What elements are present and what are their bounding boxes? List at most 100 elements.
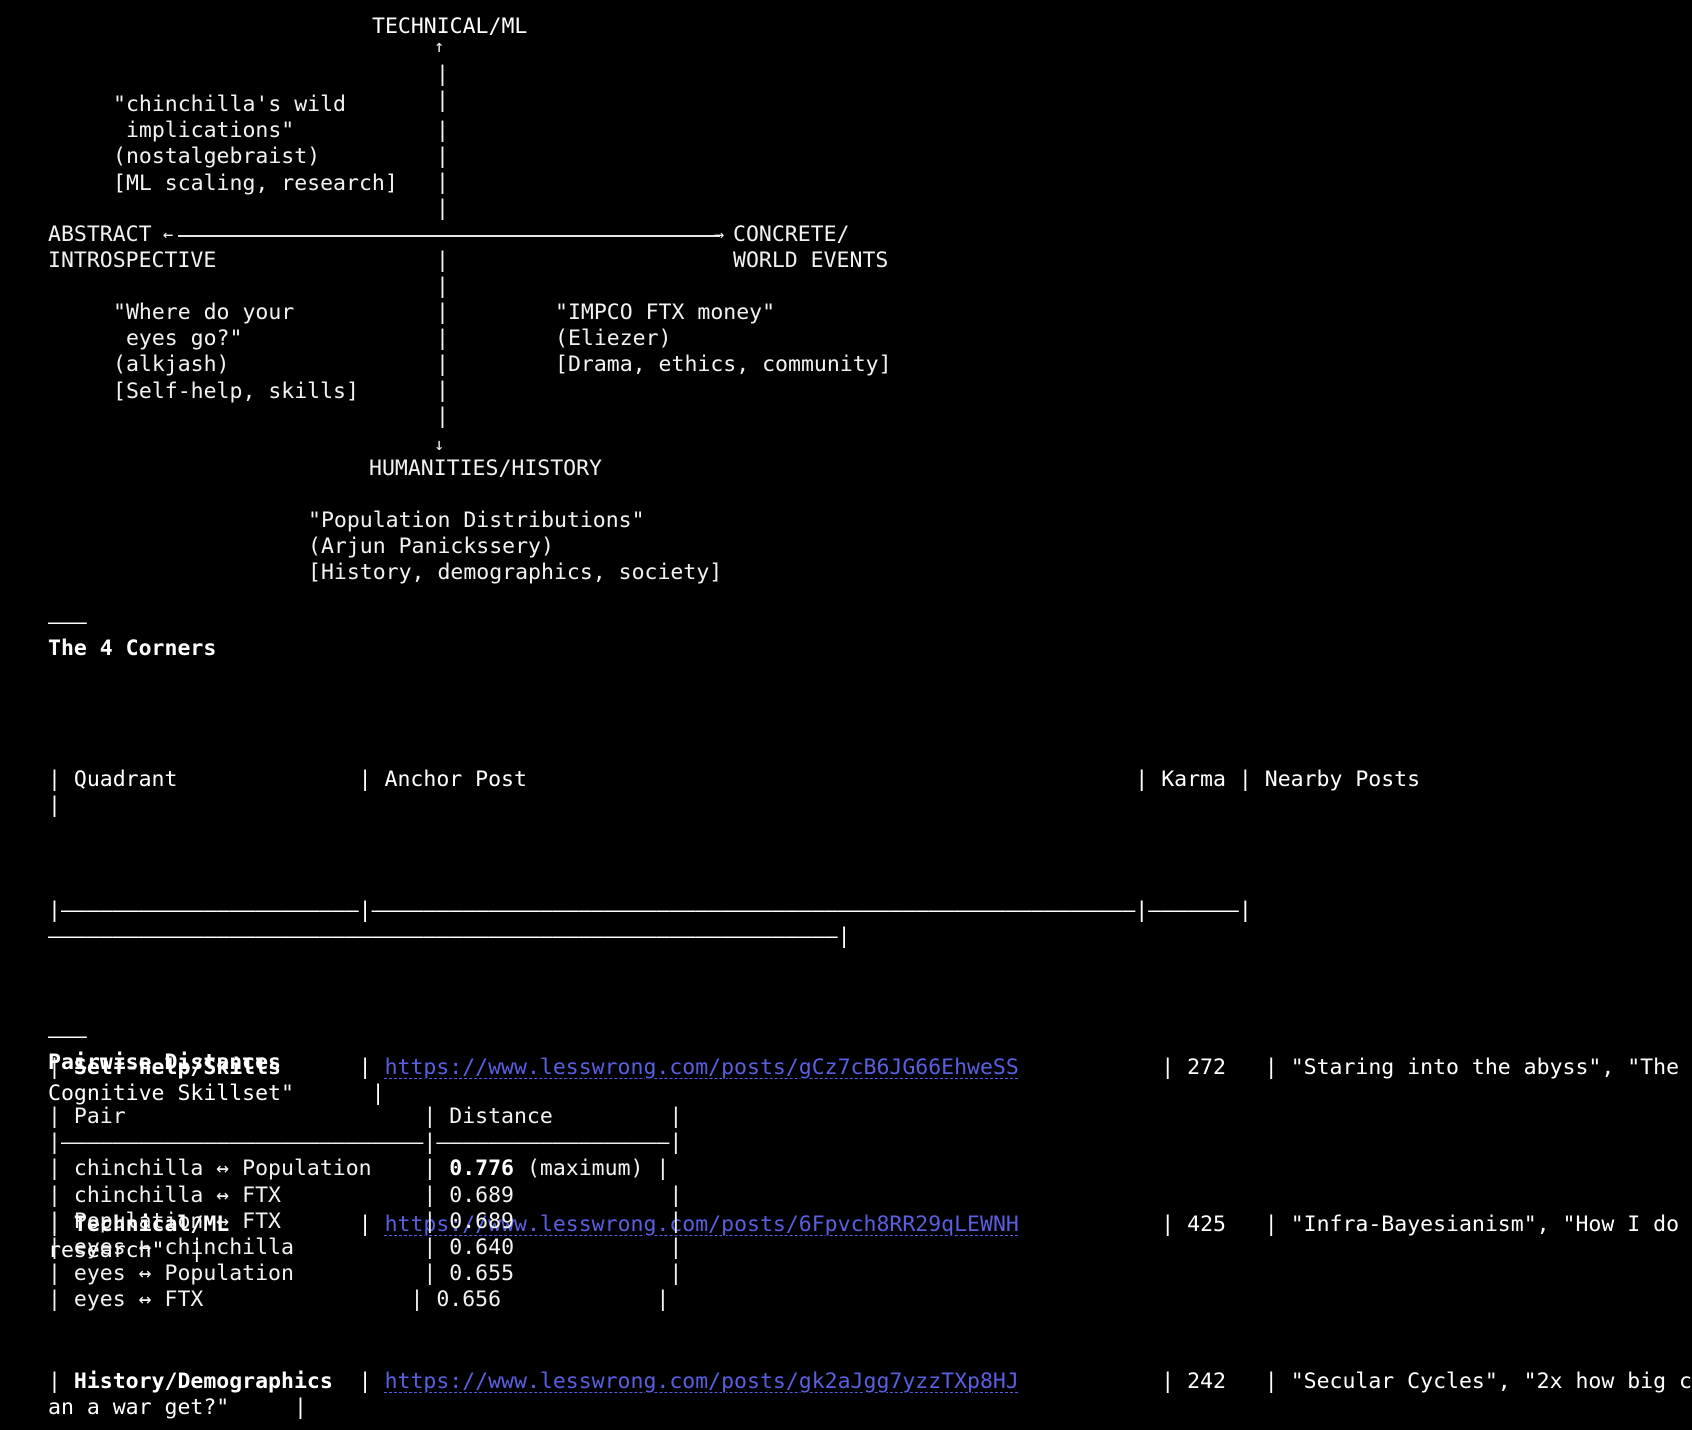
axis-arrow-right: → <box>714 225 725 245</box>
map-post-title-line1: "Population Distributions" <box>308 508 645 533</box>
row-pad2: | <box>514 1208 683 1234</box>
axis-arrow-left: ← <box>163 225 174 245</box>
map-post-author: (alkjash) <box>113 352 230 378</box>
table-row: | chinchilla ↔ Population | 0.776 (maxim… <box>48 1156 1048 1182</box>
axis-label-left-line1: ABSTRACT <box>48 222 152 247</box>
cell-nearby: "Secular Cycles", "2x how big can a war … <box>48 1369 1692 1421</box>
row-pad2: | <box>1018 1369 1188 1395</box>
cell-pair: eyes ↔ chinchilla <box>73 1235 294 1261</box>
axis-arrow-down: ↓ <box>434 435 445 455</box>
cell-distance: 0.776 <box>449 1156 515 1182</box>
row-pad4: | <box>293 1081 385 1107</box>
cell-anchor-url[interactable]: https://www.lesswrong.com/posts/6Fpvch8R… <box>384 1212 1019 1238</box>
axis-line-horizontal <box>178 235 720 237</box>
row-pad: | <box>293 1235 450 1261</box>
row-pipe: | <box>48 1261 74 1287</box>
row-pad3: | <box>1225 1212 1291 1238</box>
cell-distance: 0.640 <box>449 1235 515 1261</box>
map-post-title-line1: "chinchilla's wild <box>113 92 346 117</box>
section-divider: ——— <box>48 610 87 635</box>
axis-bar-segment: | <box>436 300 449 325</box>
row-pad3: | <box>1225 1054 1291 1080</box>
cell-quadrant: Technical/ML <box>73 1212 230 1238</box>
table-row: | eyes ↔ chinchilla | 0.640 | <box>48 1235 1048 1261</box>
row-pad3: | <box>1225 1369 1291 1395</box>
map-post-title-line1: "IMPCO FTX money" <box>555 300 776 325</box>
row-pipe: | <box>48 1369 74 1395</box>
table-row: | Technical/ML | https://www.lesswrong.c… <box>48 1212 1692 1264</box>
axis-bar-segment: | <box>436 404 449 429</box>
row-pad2: | <box>514 1261 683 1287</box>
axis-bar-segment: | <box>436 248 449 273</box>
table-row: | chinchilla ↔ FTX | 0.689 | <box>48 1183 1048 1209</box>
table-row: | History/Demographics | https://www.les… <box>48 1369 1692 1421</box>
row-pipe: | <box>48 1235 74 1261</box>
row-pad: | <box>203 1287 437 1313</box>
table-row: | Self-help/Skills | https://www.lesswro… <box>48 1055 1692 1107</box>
axis-label-top: TECHNICAL/ML <box>372 14 527 40</box>
table-separator-line: |————————————————————————————|——————————… <box>48 1130 683 1156</box>
row-pipe: | <box>48 1054 74 1080</box>
table-row: | eyes ↔ FTX | 0.656 | <box>48 1287 1048 1313</box>
axis-bar-segment: | <box>436 352 449 377</box>
cell-anchor-url[interactable]: https://www.lesswrong.com/posts/gCz7cB6J… <box>384 1054 1019 1080</box>
cell-distance: 0.689 <box>449 1208 515 1234</box>
row-pipe: | <box>48 1182 74 1208</box>
axis-label-right-line1: CONCRETE/ <box>733 222 850 247</box>
cell-anchor-url[interactable]: https://www.lesswrong.com/posts/gk2aJgg7… <box>384 1369 1019 1395</box>
map-post-title-line1: "Where do your <box>113 300 295 325</box>
axis-label-right-line2: WORLD EVENTS <box>733 248 889 274</box>
axis-bar-segment: | <box>436 326 449 351</box>
row-pipe: | <box>48 1212 74 1238</box>
cell-distance: 0.689 <box>449 1182 515 1208</box>
cell-quadrant: Self-help/Skills <box>73 1054 281 1080</box>
cell-pair: chinchilla ↔ Population <box>73 1156 372 1182</box>
map-post-ftx: "IMPCO FTX money" (Eliezer) [Drama, ethi… <box>555 300 892 379</box>
map-post-chinchilla: "chinchilla's wild implications" (nostal… <box>113 92 398 197</box>
table-row: | eyes ↔ Population | 0.655 | <box>48 1261 1048 1287</box>
cell-pair: eyes ↔ FTX <box>73 1287 204 1313</box>
map-post-author: (Eliezer) <box>555 326 672 352</box>
table-separator-row: |————————————————————————————|——————————… <box>48 1130 1048 1156</box>
axis-bar-segment: | <box>436 62 449 87</box>
row-pipe: | <box>48 1156 74 1182</box>
corners-section-title: The 4 Corners <box>48 636 217 662</box>
axis-bar-segment: | <box>436 378 449 403</box>
cell-pair: chinchilla ↔ FTX <box>73 1182 281 1208</box>
map-post-author: (nostalgebraist) <box>113 144 321 170</box>
row-pad4: | <box>229 1395 307 1421</box>
pairwise-section-title: Pairwise Distances <box>48 1050 281 1076</box>
cell-karma: 272 <box>1187 1054 1226 1080</box>
row-pad: | <box>281 1208 450 1234</box>
corners-table: | Quadrant | Anchor Post | Karma | Nearb… <box>48 688 1692 1430</box>
map-post-title-line2: implications" <box>113 118 295 144</box>
table-header-row: | Quadrant | Anchor Post | Karma | Nearb… <box>48 767 1692 819</box>
row-pipe: | <box>48 1287 74 1313</box>
cell-karma: 425 <box>1187 1212 1226 1238</box>
axis-label-top-text: TECHNICAL/ML <box>372 14 528 39</box>
map-post-population: "Population Distributions" (Arjun Panick… <box>308 508 722 587</box>
map-post-title-line2: eyes go?" <box>113 326 243 352</box>
pairwise-table: | Pair | Distance | |———————————————————… <box>48 1104 1048 1314</box>
map-post-tags: [Self-help, skills] <box>113 378 359 404</box>
table-header-line: | Pair | Distance | <box>48 1104 683 1129</box>
row-pad: | <box>281 1182 450 1208</box>
row-pad2: | <box>501 1287 670 1313</box>
cell-pair: Population ↔ FTX <box>73 1208 281 1234</box>
map-post-eyes: "Where do your eyes go?" (alkjash) [Self… <box>113 300 359 405</box>
cell-distance-note: (maximum) <box>514 1156 644 1182</box>
cell-nearby: "Staring into the abyss", "The Cognitive… <box>48 1054 1692 1107</box>
axis-bar-segment: | <box>436 144 449 169</box>
map-post-tags: [Drama, ethics, community] <box>555 352 892 378</box>
axis-bar-segment: | <box>436 118 449 143</box>
table-row: | Population ↔ FTX | 0.689 | <box>48 1209 1048 1235</box>
cell-distance: 0.655 <box>449 1261 515 1287</box>
cell-pair: eyes ↔ Population <box>73 1261 294 1287</box>
map-post-tags: [History, demographics, society] <box>308 560 723 586</box>
cell-karma: 242 <box>1187 1369 1226 1395</box>
table-header-row: | Pair | Distance | <box>48 1104 1048 1130</box>
table-separator-line: |———————————————————————|———————————————… <box>48 897 1252 949</box>
pairwise-section: ——— Pairwise Distances <box>48 1024 1692 1076</box>
axis-label-bottom: HUMANITIES/HISTORY <box>369 456 602 481</box>
axis-bar-segment: | <box>436 274 449 299</box>
